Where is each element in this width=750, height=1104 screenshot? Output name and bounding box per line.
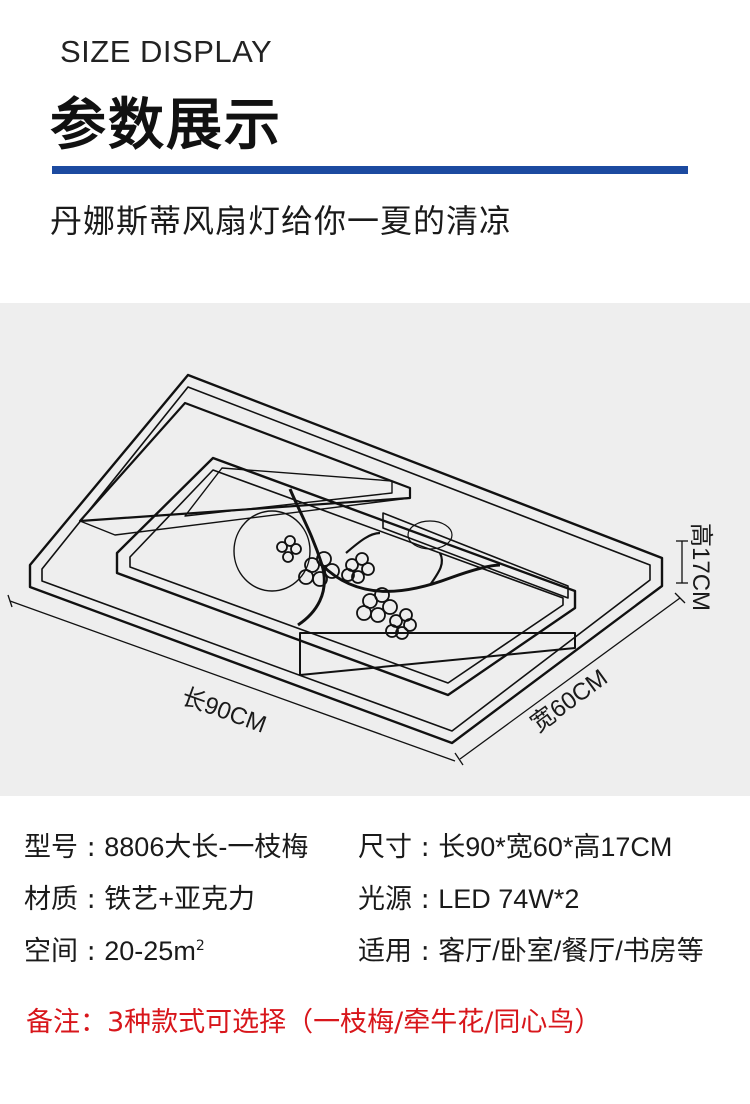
spec-use-value: 客厅/卧室/餐厅/书房等: [438, 936, 704, 966]
spec-light: 光源 : LED 74W*2: [358, 877, 579, 916]
spec-material-label: 材质: [24, 884, 78, 915]
moon-left: [233, 510, 311, 592]
lamp-center-panel: [184, 467, 393, 517]
spec-model-value: 8806大长-一枝梅: [104, 832, 309, 862]
spec-use-label: 适用: [358, 936, 412, 967]
spec-size: 尺寸 : 长90*宽60*高17CM: [358, 825, 672, 864]
lamp-side-bar: [382, 512, 569, 599]
spec-separator: :: [412, 884, 439, 915]
width-dimension-line: [459, 597, 681, 760]
lamp-outer-frame-inner: [41, 386, 651, 732]
product-image-panel: 长90CM 宽60CM 高17CM: [0, 303, 750, 796]
options-note: 备注：3种款式可选择（一枝梅/牵牛花/同心鸟）: [26, 1007, 602, 1038]
spec-space-value: 20-25m: [104, 936, 196, 966]
plum-branch-2: [320, 563, 501, 593]
ceiling-lamp-drawing: 长90CM 宽60CM 高17CM: [7, 373, 714, 766]
lamp-inner-frame-inner: [129, 469, 564, 684]
height-label: 高17CM: [687, 523, 714, 611]
length-label: 长90CM: [178, 683, 270, 738]
plum-branch-3: [429, 552, 444, 586]
plum-branch-4: [345, 531, 381, 554]
length-dimension-line: [9, 600, 456, 762]
spec-model: 型号 : 8806大长-一枝梅: [24, 825, 308, 864]
spec-separator: :: [78, 884, 105, 915]
spec-material-value: 铁艺+亚克力: [104, 884, 256, 914]
lamp-inner-frame: [115, 456, 577, 697]
lamp-middle-frame: [78, 401, 412, 523]
spec-model-label: 型号: [24, 832, 78, 863]
spec-separator: :: [412, 832, 439, 863]
spec-separator: :: [412, 936, 439, 967]
spec-use: 适用 : 客厅/卧室/餐厅/书房等: [358, 929, 704, 968]
spec-space-label: 空间: [24, 936, 78, 967]
product-tagline: 丹娜斯蒂风扇灯给你一夏的清凉: [50, 202, 513, 240]
section-subtitle-en: SIZE DISPLAY: [60, 34, 273, 69]
spec-size-label: 尺寸: [358, 832, 412, 863]
spec-light-label: 光源: [358, 884, 412, 915]
spec-separator: :: [78, 936, 105, 967]
spec-space-superscript: 2: [195, 938, 205, 954]
spec-light-value: LED 74W*2: [438, 884, 580, 914]
spec-size-value: 长90*宽60*高17CM: [438, 832, 673, 862]
lamp-outer-frame: [28, 373, 664, 745]
lamp-bottom-bar: [299, 632, 576, 676]
spec-space: 空间 : 20-25m2: [24, 929, 205, 968]
title-divider: [52, 166, 688, 174]
spec-material: 材质 : 铁艺+亚克力: [24, 877, 255, 916]
spec-separator: :: [78, 832, 105, 863]
moon-right: [407, 520, 453, 550]
section-title: 参数展示: [50, 93, 282, 158]
